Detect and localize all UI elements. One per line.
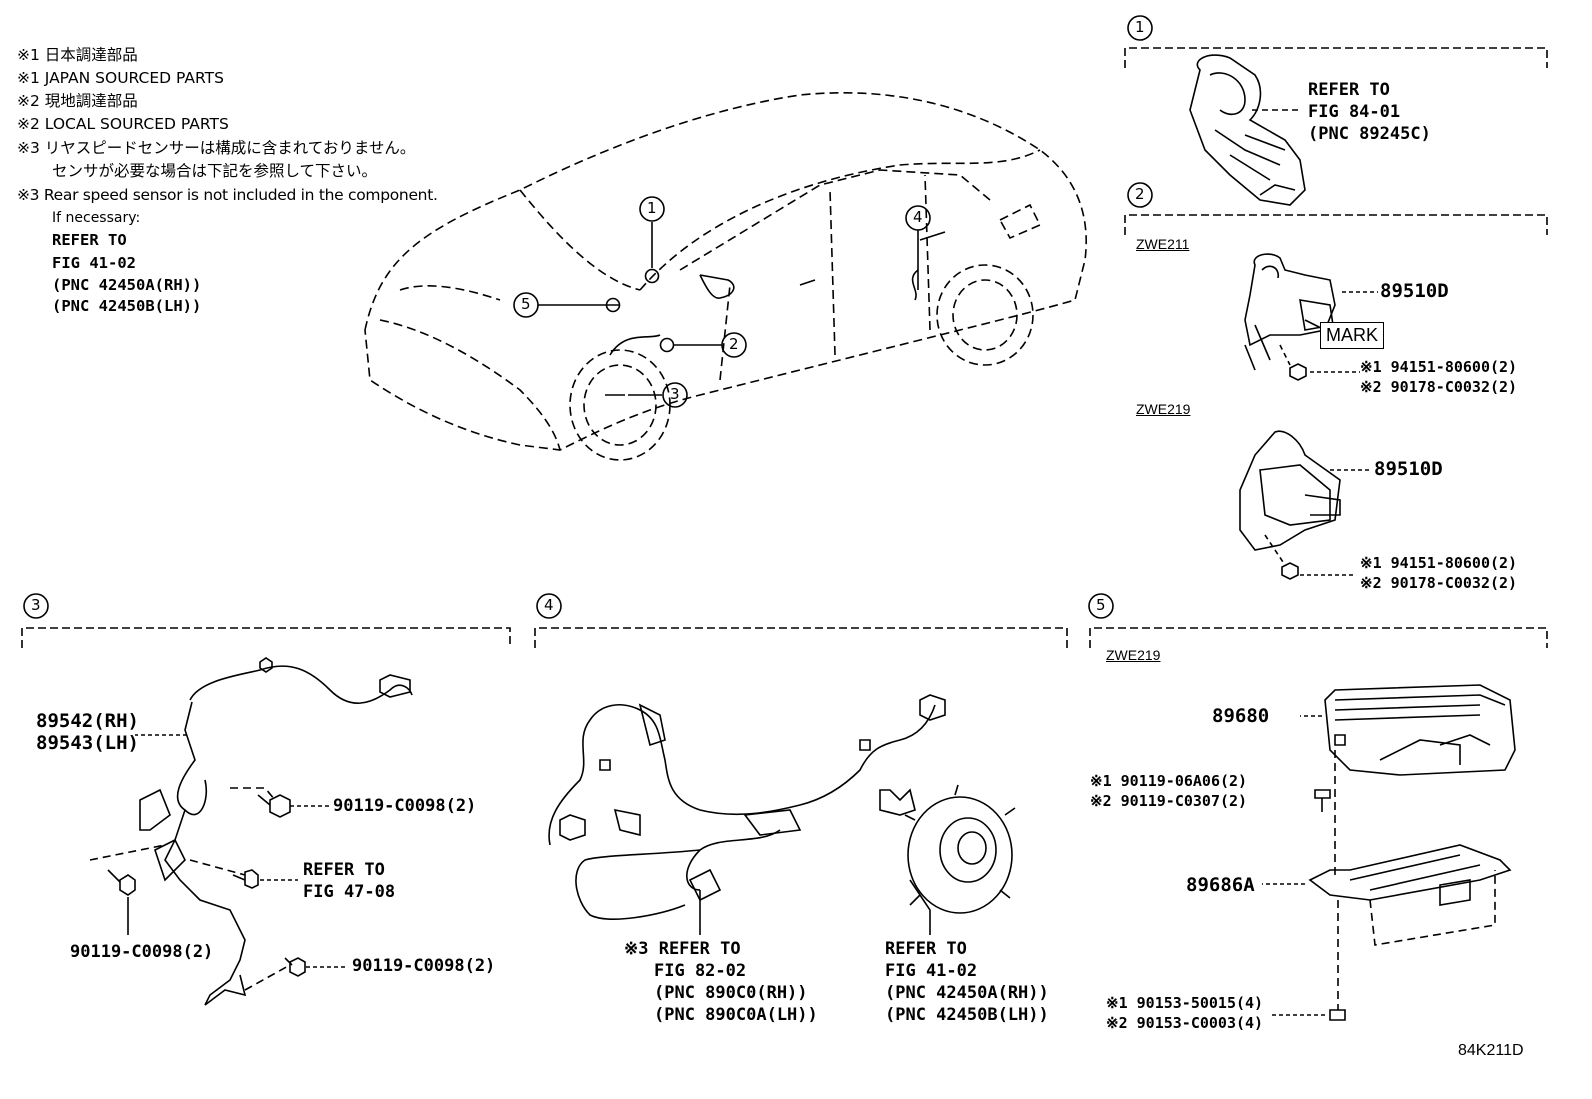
section4-refer-b: REFER TO	[885, 939, 967, 959]
section3-part-rh: 89542(RH)	[36, 710, 139, 732]
note-japan-en: ※1 JAPAN SOURCED PARTS	[17, 69, 224, 87]
car-callout-4: 4	[913, 208, 923, 226]
section4-number: 4	[544, 596, 554, 614]
figure-id: 84K211D	[1458, 1042, 1524, 1059]
note-refer-to: REFER TO	[52, 231, 127, 249]
section5-bolt-a-local: ※2 90119-C0307(2)	[1090, 792, 1248, 810]
section2-model-zwe219: ZWE219	[1136, 401, 1191, 417]
section4-refer-a: ※3 REFER TO	[624, 939, 741, 959]
section5-bolt-b-japan: ※1 90153-50015(4)	[1106, 994, 1264, 1012]
section5-number: 5	[1096, 596, 1106, 614]
section3-part-lh: 89543(LH)	[36, 732, 139, 754]
section2-nut-b-japan: ※1 94151-80600(2)	[1360, 554, 1518, 572]
section4-pnc-a-lh: (PNC 890C0A(LH))	[654, 1005, 818, 1025]
note-rear-sensor-jp: ※3 リヤスピードセンサーは構成に含まれておりません。	[17, 139, 416, 157]
section2-part-89510d-b: 89510D	[1374, 458, 1443, 480]
section2-sensor-b-drawing	[1239, 430, 1372, 580]
section4-pnc-a-rh: (PNC 890C0(RH))	[654, 983, 808, 1003]
note-if-necessary: If necessary:	[52, 210, 141, 226]
section3-refer-to: REFER TO	[303, 860, 385, 880]
section3-bolt-2: 90119-C0098(2)	[70, 942, 214, 962]
car-callout-1: 1	[647, 199, 657, 217]
section4-hub-drawing	[904, 784, 1016, 935]
section2-part-89510d-a: 89510D	[1380, 280, 1449, 302]
note-fig: FIG 41-02	[52, 254, 136, 272]
section2-sensor-a-drawing	[1244, 253, 1378, 381]
section4-pnc-b-lh: (PNC 42450B(LH))	[885, 1005, 1049, 1025]
note-local-en: ※2 LOCAL SOURCED PARTS	[17, 115, 229, 133]
car-callout-circles	[513, 196, 931, 408]
section4-fig-b: FIG 41-02	[885, 961, 978, 981]
section3-fig: FIG 47-08	[303, 882, 396, 902]
note-local-jp: ※2 現地調達部品	[17, 92, 138, 110]
car-callout-5: 5	[521, 295, 531, 313]
car-callout-3: 3	[670, 385, 680, 403]
section-frames	[21, 47, 1548, 648]
section5-part-bracket: 89686A	[1186, 874, 1255, 896]
section3-number: 3	[31, 596, 41, 614]
section3-harness-drawing	[89, 657, 413, 1006]
note-pnc-rh: (PNC 42450A(RH))	[52, 276, 202, 294]
section5-part-ecu: 89680	[1212, 705, 1270, 727]
section4-pnc-b-rh: (PNC 42450A(RH))	[885, 983, 1049, 1003]
section-number-circles	[23, 15, 1153, 619]
section1-number: 1	[1135, 18, 1145, 36]
section3-bolt-3: 90119-C0098(2)	[352, 956, 496, 976]
section2-nut-a-japan: ※1 94151-80600(2)	[1360, 358, 1518, 376]
section4-harness-drawing	[548, 694, 946, 935]
note-rear-sensor-en: ※3 Rear speed sensor is not included in …	[17, 186, 438, 204]
note-pnc-lh: (PNC 42450B(LH))	[52, 297, 202, 315]
section1-pnc: (PNC 89245C)	[1308, 124, 1431, 144]
car-callout-2: 2	[729, 335, 739, 353]
section5-model-zwe219: ZWE219	[1106, 647, 1161, 663]
section5-bracket-drawing	[1262, 844, 1512, 1021]
note-japan-jp: ※1 日本調達部品	[17, 46, 138, 64]
section4-fig-a: FIG 82-02	[654, 961, 747, 981]
section1-refer-to: REFER TO	[1308, 80, 1390, 100]
section1-fig: FIG 84-01	[1308, 102, 1401, 122]
section2-number: 2	[1135, 185, 1145, 203]
section5-ecu-drawing	[1300, 684, 1516, 880]
car-illustration	[364, 92, 1087, 461]
section3-bolt-1: 90119-C0098(2)	[333, 796, 477, 816]
section2-nut-b-local: ※2 90178-C0032(2)	[1360, 574, 1518, 592]
section2-nut-a-local: ※2 90178-C0032(2)	[1360, 378, 1518, 396]
section1-sensor-drawing	[1189, 54, 1306, 206]
section2-mark-label: MARK	[1320, 322, 1385, 349]
note-rear-sensor-jp-2: センサが必要な場合は下記を参照して下さい。	[52, 162, 378, 180]
section5-bolt-a-japan: ※1 90119-06A06(2)	[1090, 772, 1248, 790]
section2-model-zwe211: ZWE211	[1136, 236, 1190, 252]
section5-bolt-b-local: ※2 90153-C0003(4)	[1106, 1014, 1264, 1032]
